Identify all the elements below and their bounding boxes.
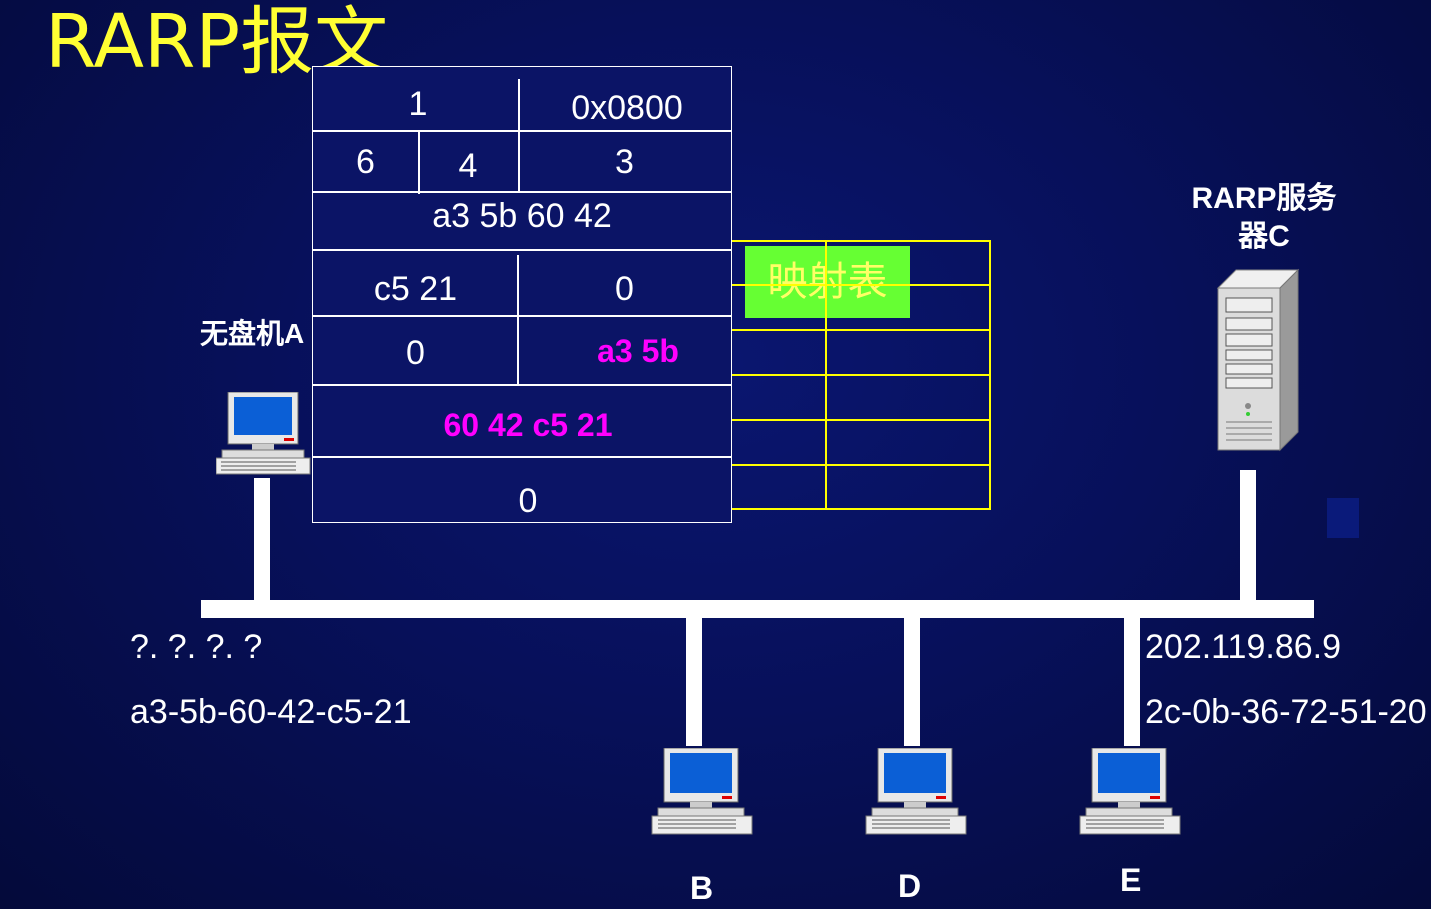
protocol-length: 4 xyxy=(458,147,478,185)
hardware-type: 1 xyxy=(408,85,428,123)
mapping-table-label: 映射表 xyxy=(745,246,910,318)
server-c-label: RARP服务 器C xyxy=(1186,180,1342,256)
host-a-mac: a3-5b-60-42-c5-21 xyxy=(130,693,412,731)
decorative-square xyxy=(1327,498,1359,538)
wire-d xyxy=(904,616,920,746)
wire-b xyxy=(686,616,702,746)
sender-mac-part1: a3 5b 60 42 xyxy=(432,197,612,235)
server-tower-icon xyxy=(1214,266,1300,452)
server-c-ip: 202.119.86.9 xyxy=(1145,628,1341,666)
desktop-computer-icon xyxy=(650,747,753,838)
host-a-label: 无盘机A xyxy=(200,318,305,349)
target-mac-part2: 60 42 c5 21 xyxy=(443,407,613,443)
desktop-computer-icon xyxy=(1078,747,1181,838)
desktop-computer-icon xyxy=(864,747,967,838)
sender-ip-part2: 0 xyxy=(406,334,425,372)
server-label-line2: 器C xyxy=(1238,220,1290,253)
protocol-type: 0x0800 xyxy=(571,89,683,127)
sender-ip-part1: 0 xyxy=(615,270,634,308)
wire-e xyxy=(1124,616,1140,746)
wire-a xyxy=(254,478,270,602)
server-label-line1: RARP服务 xyxy=(1191,182,1337,215)
host-b-label: B xyxy=(690,870,714,906)
rarp-packet: 1 0x0800 6 4 3 a3 5b 60 42 c5 21 0 0 a3 … xyxy=(312,66,732,523)
network-bus xyxy=(201,600,1314,618)
target-ip: 0 xyxy=(518,482,538,520)
operation: 3 xyxy=(615,143,634,181)
host-e-label: E xyxy=(1120,862,1142,898)
server-c-mac: 2c-0b-36-72-51-20 xyxy=(1145,693,1427,731)
sender-mac-part2: c5 21 xyxy=(373,270,458,308)
host-a-ip: ?. ?. ?. ? xyxy=(130,628,263,666)
wire-c xyxy=(1240,470,1256,602)
desktop-computer-icon xyxy=(215,391,312,482)
host-d-label: D xyxy=(898,868,922,904)
hardware-length: 6 xyxy=(356,143,375,181)
target-mac-part1: a3 5b xyxy=(597,333,679,369)
